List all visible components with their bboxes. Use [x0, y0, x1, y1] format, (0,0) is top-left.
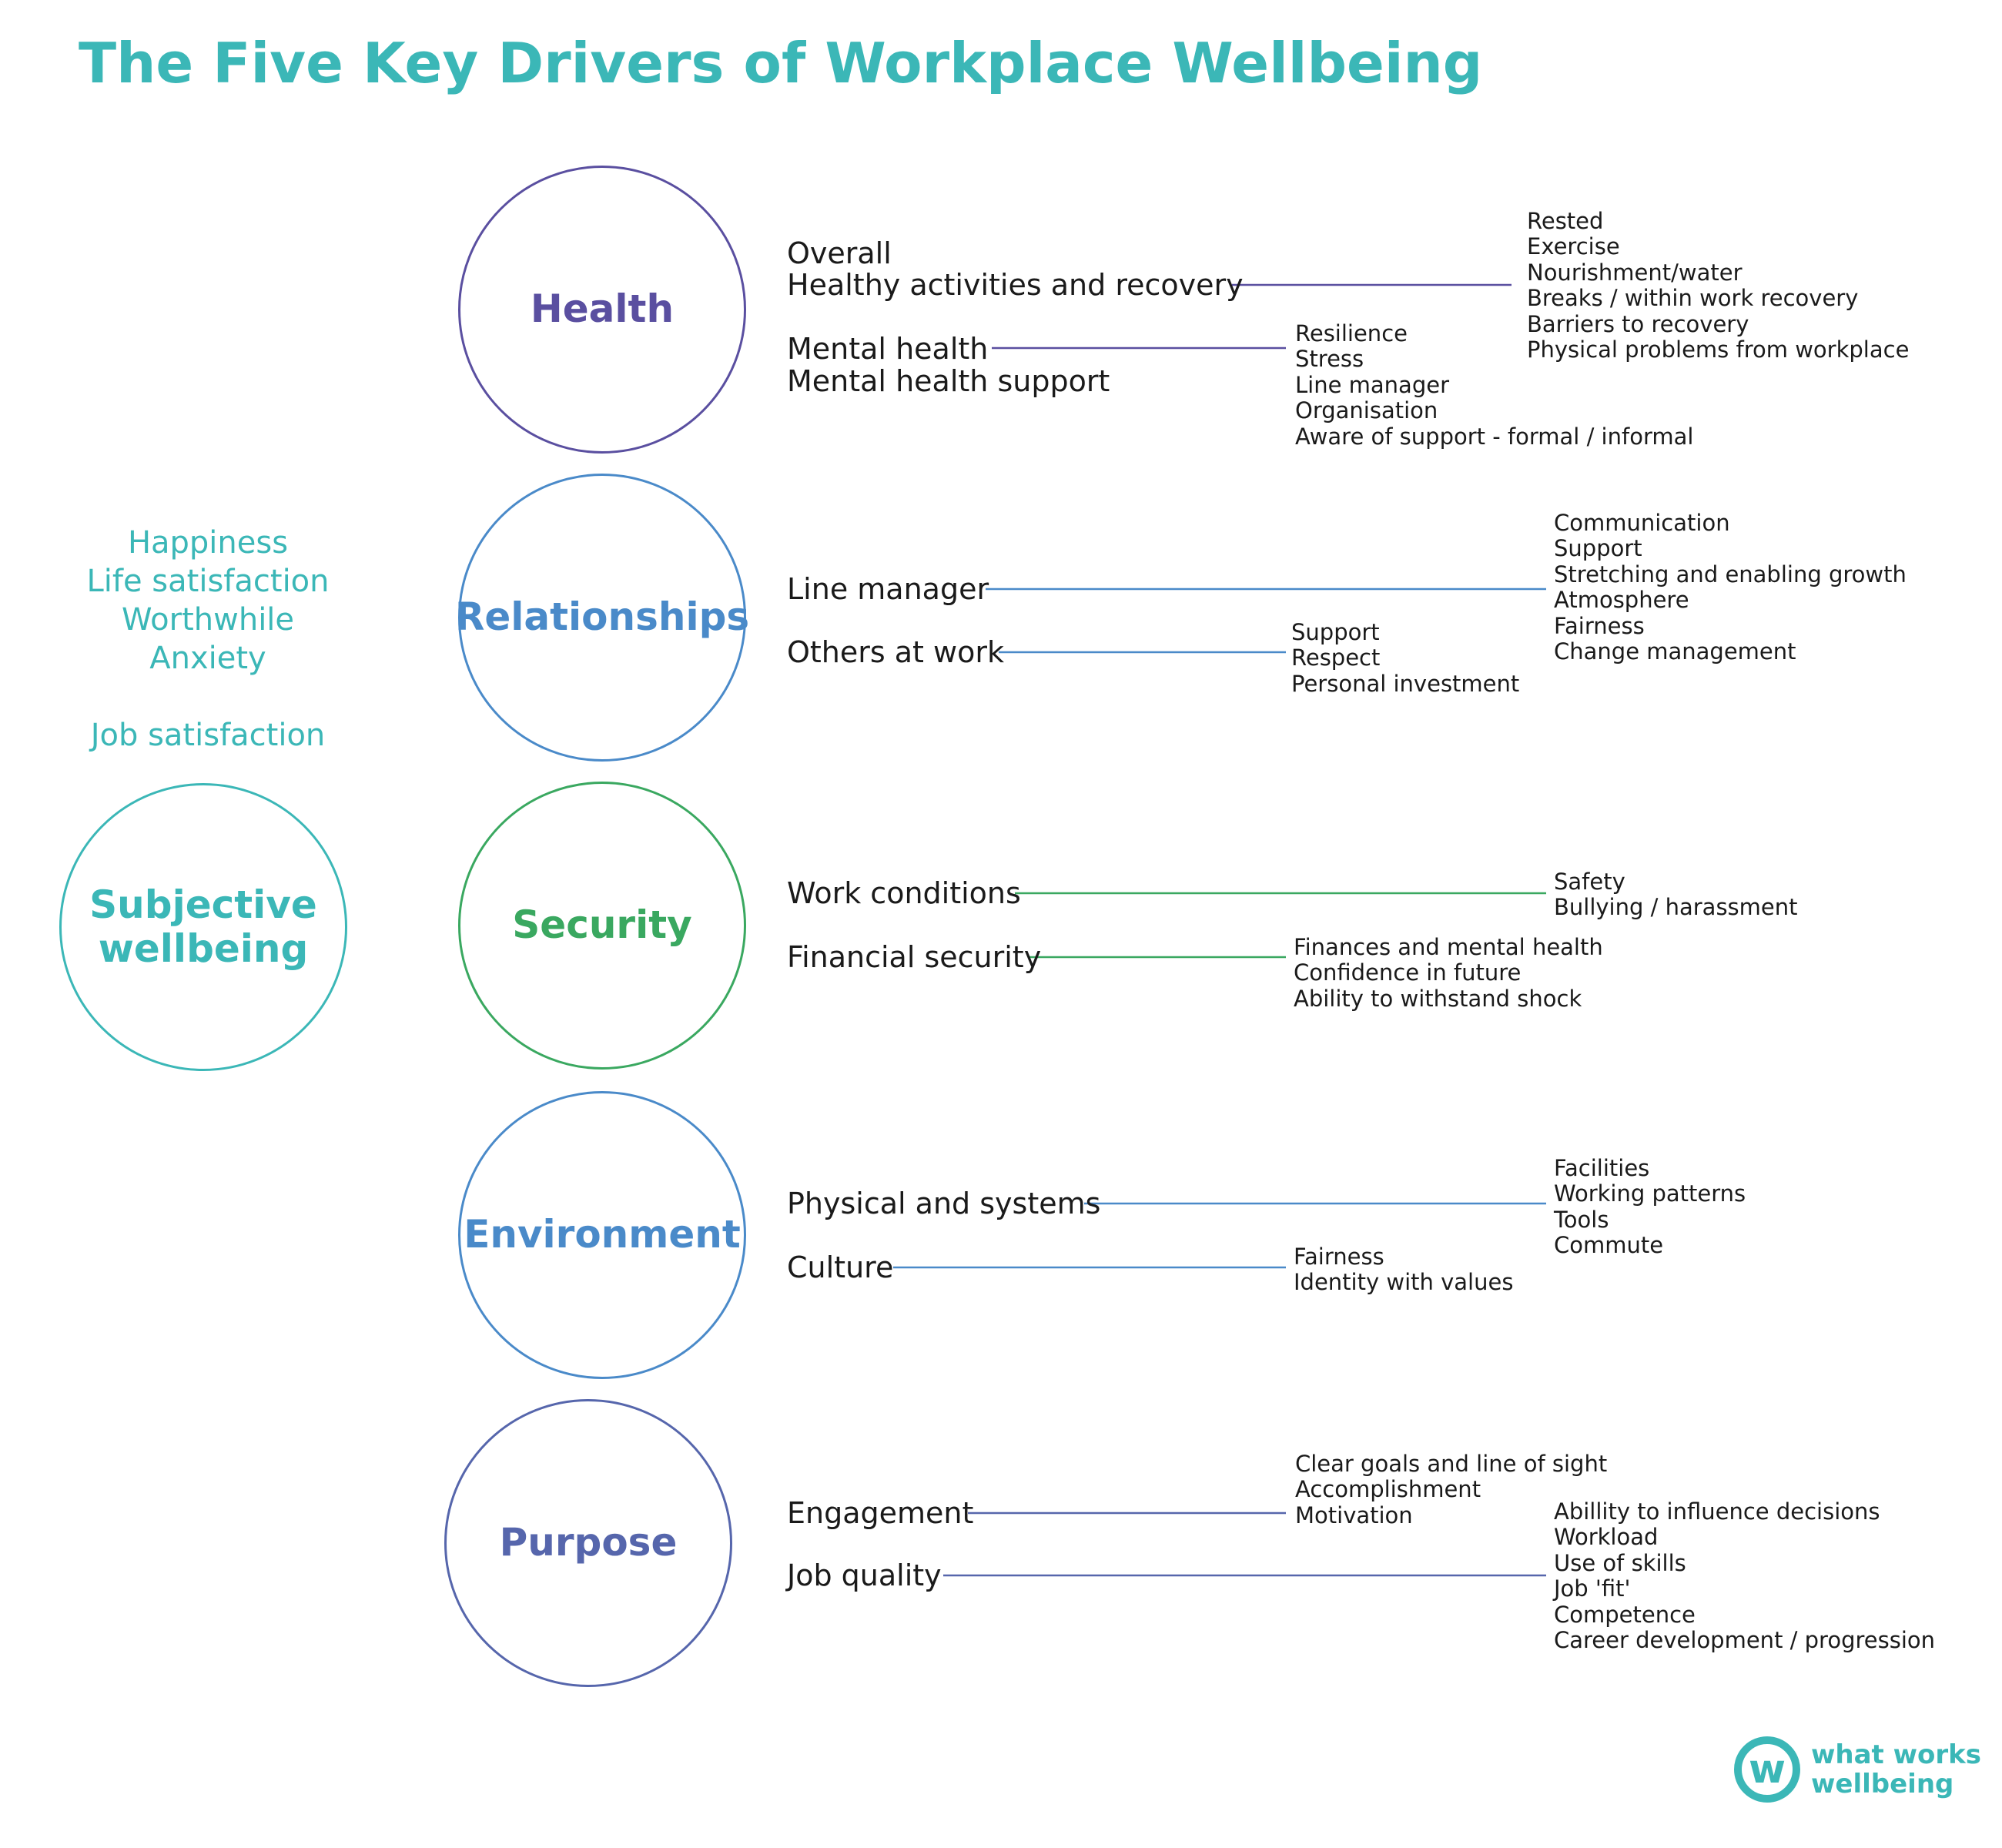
detail-breaks: Breaks / within work recovery: [1527, 285, 1859, 311]
detail-clear-goals: Clear goals and line of sight: [1295, 1451, 1608, 1477]
logo-w-icon: w: [1734, 1736, 1800, 1803]
detail-aware-of-support: Aware of support - formal / informal: [1295, 424, 1694, 450]
indicator-life-satisfaction: Life satisfaction: [86, 564, 330, 599]
logo-line1: what works: [1811, 1739, 1982, 1770]
indicator-happiness: Happiness: [127, 525, 289, 561]
detail-confidence: Confidence in future: [1294, 959, 1522, 986]
detail-tools: Tools: [1554, 1207, 1609, 1233]
purpose-item-job-quality: Job quality: [787, 1558, 942, 1592]
purpose-circle: Purpose: [444, 1399, 732, 1687]
detail-career-development: Career development / progression: [1554, 1627, 1936, 1653]
detail-stress: Stress: [1295, 346, 1364, 372]
indicator-job-satisfaction: Job satisfaction: [90, 718, 326, 753]
health-circle: Health: [458, 166, 746, 454]
detail-communication: Communication: [1554, 510, 1730, 536]
detail-atmosphere: Atmosphere: [1554, 587, 1689, 613]
purpose-item-engagement: Engagement: [787, 1496, 974, 1530]
indicator-anxiety: Anxiety: [149, 641, 266, 676]
health-item-healthy-activities: Healthy activities and recovery: [787, 268, 1244, 302]
detail-facilities: Facilities: [1554, 1155, 1650, 1181]
detail-stretching: Stretching and enabling growth: [1554, 561, 1907, 588]
health-item-overall: Overall: [787, 236, 892, 270]
detail-support: Support: [1554, 535, 1642, 561]
indicator-worthwhile: Worthwhile: [121, 602, 295, 638]
security-item-work-conditions: Work conditions: [787, 876, 1021, 910]
detail-competence: Competence: [1554, 1602, 1696, 1628]
environment-circle: Environment: [458, 1091, 746, 1379]
detail-line-manager: Line manager: [1295, 372, 1449, 398]
security-item-financial-security: Financial security: [787, 940, 1042, 974]
detail-use-of-skills: Use of skills: [1554, 1550, 1686, 1576]
detail-job-fit: Job 'fit': [1554, 1575, 1631, 1602]
logo-line2: wellbeing: [1811, 1769, 1954, 1799]
detail-support-peers: Support: [1291, 619, 1380, 645]
detail-working-patterns: Working patterns: [1554, 1180, 1746, 1207]
detail-fairness-culture: Fairness: [1294, 1244, 1384, 1270]
relationships-item-others-at-work: Others at work: [787, 635, 1004, 669]
detail-finances-mental-health: Finances and mental health: [1294, 934, 1603, 960]
detail-organisation: Organisation: [1295, 397, 1438, 424]
detail-fairness: Fairness: [1554, 613, 1645, 639]
detail-respect: Respect: [1291, 644, 1381, 671]
detail-resilience: Resilience: [1295, 320, 1408, 346]
environment-item-culture: Culture: [787, 1250, 894, 1284]
health-item-mental-health-support: Mental health support: [787, 364, 1110, 398]
detail-nourishment: Nourishment/water: [1527, 259, 1743, 286]
detail-motivation: Motivation: [1295, 1502, 1413, 1528]
page-title: The Five Key Drivers of Workplace Wellbe…: [79, 31, 1483, 95]
detail-workload: Workload: [1554, 1524, 1659, 1550]
subjective-wellbeing-circle: Subjective wellbeing: [59, 783, 347, 1071]
relationships-circle: Relationships: [455, 474, 749, 762]
relationships-item-line-manager: Line manager: [787, 572, 989, 606]
logo-text: what works wellbeing: [1811, 1740, 1981, 1799]
detail-accomplishment: Accomplishment: [1295, 1476, 1481, 1502]
detail-bullying: Bullying / harassment: [1554, 894, 1798, 920]
detail-identity-values: Identity with values: [1294, 1269, 1514, 1295]
detail-commute: Commute: [1554, 1232, 1664, 1258]
detail-exercise: Exercise: [1527, 233, 1620, 259]
detail-withstand-shock: Ability to withstand shock: [1294, 986, 1582, 1012]
security-circle: Security: [458, 782, 746, 1070]
detail-physical-problems: Physical problems from workplace: [1527, 336, 1910, 363]
detail-change-management: Change management: [1554, 638, 1796, 665]
environment-item-physical-systems: Physical and systems: [787, 1187, 1101, 1220]
detail-rested: Rested: [1527, 208, 1604, 234]
detail-personal-investment: Personal investment: [1291, 671, 1520, 697]
health-item-mental-health: Mental health: [787, 332, 989, 366]
detail-influence-decisions: Abillity to influence decisions: [1554, 1498, 1880, 1525]
detail-barriers: Barriers to recovery: [1527, 311, 1749, 337]
what-works-wellbeing-logo: w what works wellbeing: [1734, 1736, 1981, 1803]
detail-safety: Safety: [1554, 869, 1625, 895]
